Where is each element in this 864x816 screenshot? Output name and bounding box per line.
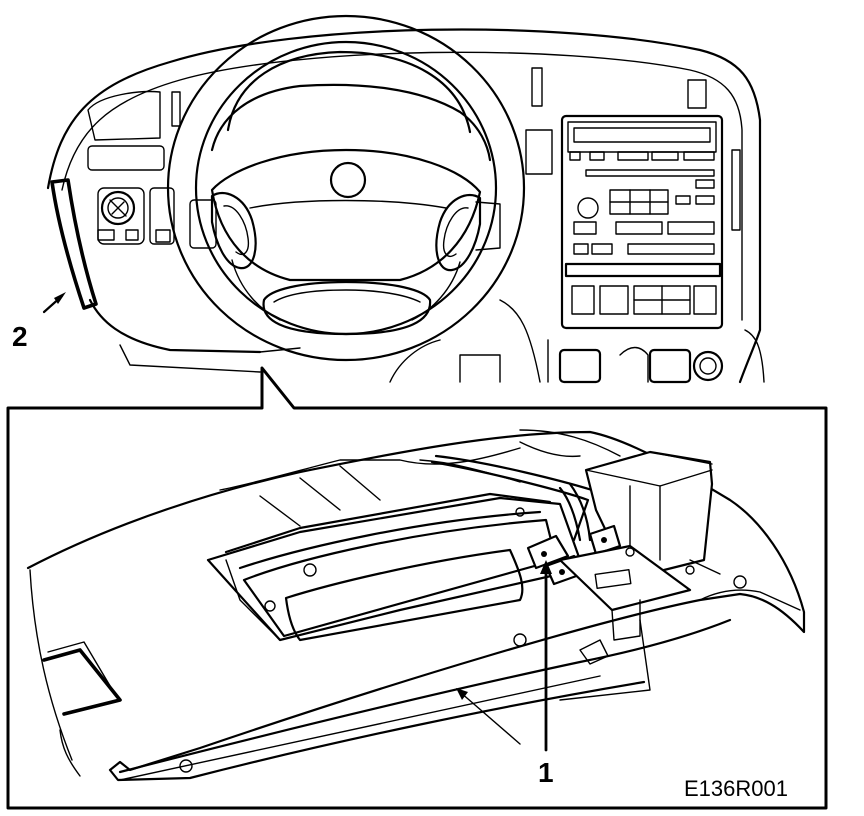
- detail-frame: [6, 366, 828, 810]
- callout-1-label: 1: [538, 757, 554, 788]
- wiring-connector-icon: [430, 450, 801, 701]
- steering-wheel-icon: [166, 14, 526, 362]
- airbag-module-icon: [179, 492, 582, 773]
- callout-2-label: 2: [12, 321, 28, 352]
- left-side-panel: [50, 178, 98, 310]
- left-vent: [87, 90, 161, 141]
- light-switch-knob-icon: [97, 190, 139, 241]
- knee-panel: [26, 430, 806, 782]
- dashboard-view: 2: [12, 14, 765, 384]
- figure-id-label: E136R001: [684, 776, 788, 801]
- radio-unit-icon: [560, 114, 724, 330]
- dashboard-outline: [46, 28, 762, 384]
- panel-edge-leader: [459, 691, 521, 745]
- detail-view: 1 E136R001: [26, 429, 806, 801]
